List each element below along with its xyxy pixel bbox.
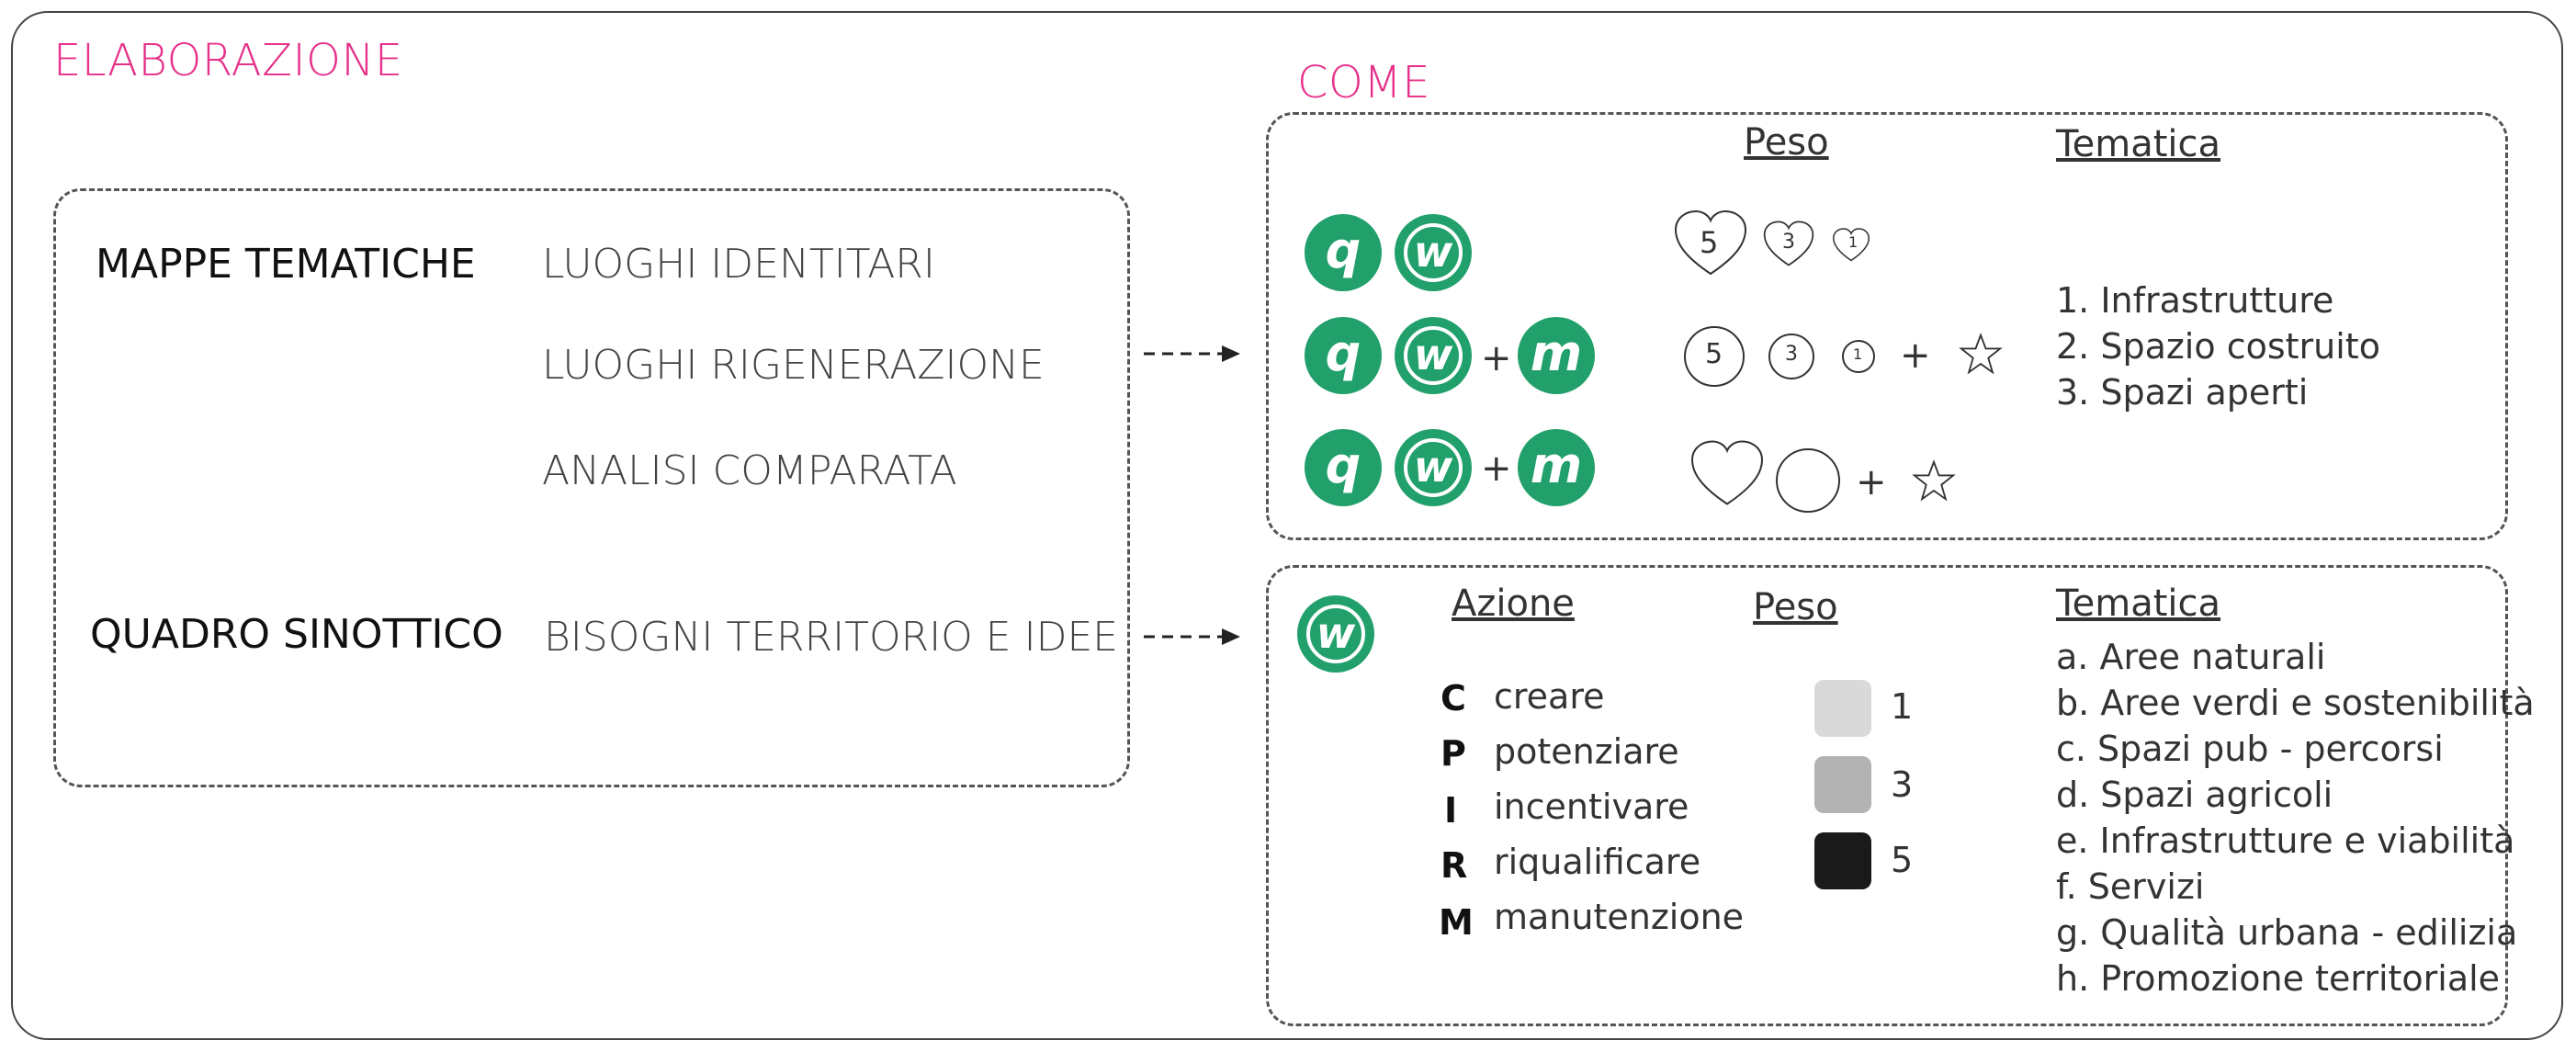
azione-letter: M [1439,902,1474,943]
circle-icon-large [1684,326,1745,387]
section-title-come: COME [1297,57,1431,108]
azione-label: incentivare [1494,786,1689,827]
peso-swatch-mid [1814,756,1871,813]
azione-letter: R [1441,845,1468,886]
quadro-sinottico-label: QUADRO SINOTTICO [90,611,503,658]
tematica-item: g. Qualità urbana - edilizia [2056,912,2518,953]
peso-swatch-dark [1814,832,1871,889]
tematica-item: f. Servizi [2056,866,2205,907]
tematica-item: 3. Spazi aperti [2056,372,2309,413]
peso-value: 1 [1891,686,1914,727]
mappe-tematiche-label: MAPPE TEMATICHE [96,241,476,288]
peso-value: 5 [1891,840,1914,880]
star-icon [1912,459,1956,502]
plus-sign: + [1900,334,1931,377]
m-badge: m [1518,429,1595,506]
heart-value-medium: 3 [1782,231,1795,254]
plus-sign: + [1856,461,1887,503]
arrow-to-come-top [1144,345,1240,362]
circle-value-medium: 3 [1785,343,1798,366]
azione-letter: P [1441,733,1466,774]
azione-label: potenziare [1494,731,1679,772]
circle-value-large: 5 [1705,338,1723,370]
section-title-elaborazione: ELABORAZIONE [53,35,403,86]
azione-header: Azione [1452,583,1575,625]
elaborazione-box [53,188,1130,787]
w-badge: w [1395,317,1472,394]
luoghi-rigenerazione-label: LUOGHI RIGENERAZIONE [542,342,1045,389]
heart-value-large: 5 [1700,225,1719,260]
tematica-item: a. Aree naturali [2056,637,2326,677]
azione-label: riqualificare [1494,842,1701,882]
q-badge: q [1305,317,1382,394]
tematica-item: 2. Spazio costruito [2056,326,2380,367]
tematica-item: h. Promozione territoriale [2056,958,2501,999]
azione-letter: I [1444,790,1458,831]
azione-label: creare [1494,676,1605,717]
bisogni-label: BISOGNI TERRITORIO E IDEE [544,614,1119,661]
luoghi-identitari-label: LUOGHI IDENTITARI [542,241,935,288]
plus-sign: + [1481,337,1512,379]
outer-frame [11,11,2563,1040]
heart-icon-medium [1763,221,1814,266]
tematica-item: 1. Infrastrutture [2056,280,2334,321]
tematica-header-bottom: Tematica [2056,583,2221,625]
heart-value-small: 1 [1848,233,1859,251]
peso-value: 3 [1891,764,1914,805]
w-badge: w [1297,595,1374,673]
tematica-header-top: Tematica [2056,123,2221,165]
circle-icon-small [1842,340,1875,373]
w-badge: w [1395,214,1472,291]
plus-sign: + [1481,447,1512,490]
heart-icon-small [1832,228,1870,262]
q-badge: q [1305,214,1382,291]
circle-icon [1776,448,1840,513]
heart-icon-large [1674,209,1747,276]
tematica-item: e. Infrastrutture e viabilità [2056,820,2515,861]
circle-value-small: 1 [1853,345,1863,363]
tematica-item: d. Spazi agricoli [2056,775,2333,815]
m-badge: m [1518,317,1595,394]
heart-icon [1690,440,1764,505]
peso-header-bottom: Peso [1753,586,1838,628]
q-badge: q [1305,429,1382,506]
azione-label: manutenzione [1494,897,1745,937]
come-top-box [1266,112,2508,540]
come-bottom-box [1266,565,2508,1026]
circle-icon-medium [1768,334,1814,379]
azione-letter: C [1441,678,1466,718]
tematica-item: c. Spazi pub - percorsi [2056,729,2444,769]
analisi-comparata-label: ANALISI COMPARATA [542,447,957,494]
arrow-to-come-bottom [1144,628,1240,645]
tematica-item: b. Aree verdi e sostenibilità [2056,683,2535,723]
star-icon [1959,333,2003,375]
w-badge: w [1395,429,1472,506]
peso-header-top: Peso [1744,121,1829,164]
peso-swatch-light [1814,680,1871,737]
